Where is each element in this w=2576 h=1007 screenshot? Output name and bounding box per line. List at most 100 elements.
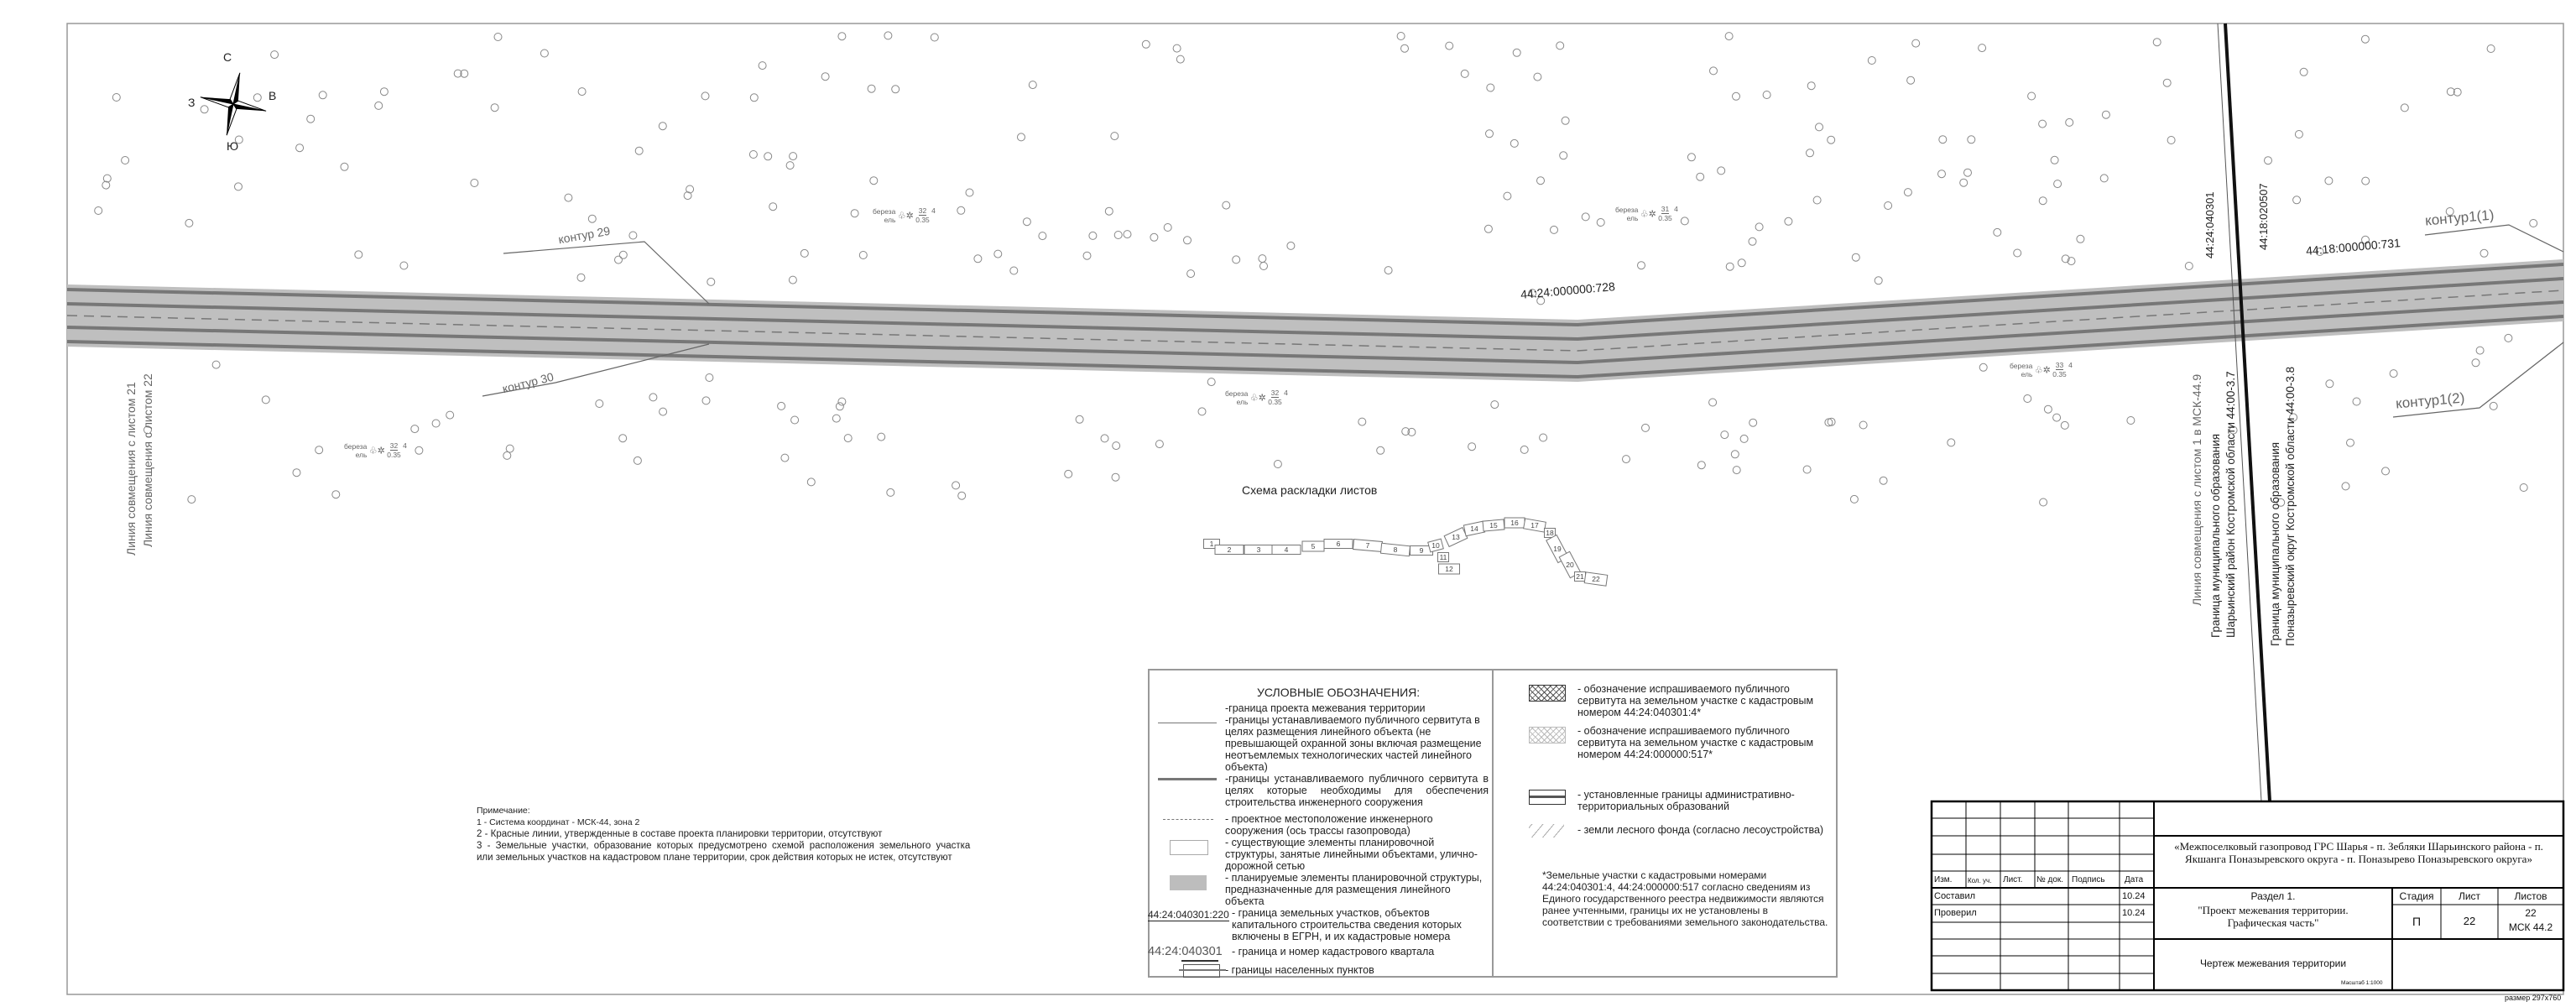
tree-marker bbox=[1827, 135, 1836, 144]
tree-marker bbox=[659, 407, 668, 416]
tree-height: 32 bbox=[1270, 389, 1280, 398]
tree-marker bbox=[1460, 69, 1469, 78]
tree-marker bbox=[200, 105, 209, 114]
municipal-boundary bbox=[2217, 23, 2271, 802]
legend-item-pipeline-axis: - проектное местоположение инженерного с… bbox=[1225, 813, 1433, 837]
tb-sheet-label: Лист bbox=[2458, 890, 2481, 902]
tree-marker bbox=[1259, 262, 1268, 270]
sheet-box bbox=[1583, 571, 1609, 587]
tree-marker bbox=[1709, 66, 1718, 76]
tree-marker bbox=[1812, 196, 1822, 205]
tree-marker bbox=[858, 251, 868, 259]
sheet-box bbox=[1482, 519, 1505, 532]
tree-marker bbox=[2053, 180, 2062, 189]
sheet-number: 15 bbox=[1489, 520, 1498, 530]
tree-distance: 4 bbox=[403, 441, 407, 450]
tree-marker bbox=[2043, 404, 2052, 414]
tree-marker bbox=[686, 185, 695, 194]
sheet-number: 21 bbox=[1576, 571, 1584, 581]
tree-marker bbox=[957, 206, 966, 215]
tree-marker bbox=[618, 250, 628, 259]
tree-marker bbox=[2529, 219, 2538, 227]
tree-marker bbox=[1028, 81, 1037, 90]
tree-marker bbox=[2325, 379, 2334, 389]
tb-drawing-name: Чертеж межевания территории bbox=[2199, 957, 2347, 969]
tree-marker bbox=[2162, 78, 2172, 87]
tree-marker bbox=[1622, 455, 1630, 464]
tree-marker bbox=[318, 91, 327, 100]
tree-marker bbox=[633, 456, 642, 465]
tree-marker bbox=[1730, 450, 1739, 459]
tree-marker bbox=[2013, 248, 2022, 258]
quarter-left-label: 44:24:040301 bbox=[2203, 191, 2216, 258]
legend-dashed-line-icon bbox=[1163, 819, 1213, 820]
compass-south-label: Ю bbox=[227, 139, 239, 153]
tree-marker bbox=[2264, 156, 2272, 165]
tree-marker bbox=[1963, 168, 1972, 177]
tree-marker bbox=[399, 261, 409, 270]
tree-marker bbox=[1867, 56, 1876, 65]
tree-marker bbox=[2324, 176, 2334, 185]
note-3: 3 - Земельные участки, образование котор… bbox=[477, 841, 971, 851]
tree-marker bbox=[701, 91, 710, 101]
legend-dark-crosshatch-icon bbox=[1529, 685, 1566, 702]
tree-marker bbox=[1111, 472, 1120, 482]
tb-stage-value: П bbox=[2412, 915, 2422, 928]
tree-marker bbox=[1815, 123, 1823, 132]
notes-block: Примечание: 1 - Система координат - МСК-… bbox=[477, 806, 970, 864]
tree-marker bbox=[564, 193, 573, 202]
tb-sheets-value: 22 bbox=[2525, 907, 2537, 919]
tree-marker bbox=[2039, 498, 2048, 507]
tree-marker bbox=[1503, 191, 1512, 201]
tree-species-1: береза bbox=[1615, 206, 1639, 214]
tb-header-izm: Изм. bbox=[1934, 875, 1953, 884]
tree-marker bbox=[1937, 170, 1946, 179]
tree-marker bbox=[2184, 262, 2193, 270]
tree-marker bbox=[1484, 224, 1493, 233]
tree-species-1: береза bbox=[2010, 362, 2033, 370]
tree-marker bbox=[821, 72, 830, 81]
tree-marker bbox=[2480, 248, 2489, 258]
tree-diameter: 0.35 bbox=[2052, 370, 2067, 378]
boundary-left-title: Граница муниципального образования bbox=[2209, 433, 2222, 638]
tree-marker bbox=[1884, 201, 1893, 210]
tree-marker bbox=[1100, 434, 1109, 443]
tree-marker bbox=[1232, 255, 1241, 264]
tree-marker bbox=[1637, 261, 1645, 270]
boundary-left-name: Шарьинский район Костромской области 44:… bbox=[2224, 371, 2237, 638]
tree-marker bbox=[595, 399, 604, 408]
servitude-area bbox=[67, 259, 2563, 382]
tb-header-kol: Кол. уч. bbox=[1968, 877, 1992, 884]
tree-distance: 4 bbox=[1674, 205, 1678, 213]
legend-admin-boundary-icon bbox=[1529, 790, 1566, 805]
tree-icon: ♧✲ bbox=[2034, 365, 2051, 376]
tree-marker bbox=[460, 69, 469, 78]
tree-marker bbox=[1739, 434, 1749, 443]
tree-marker bbox=[1680, 217, 1689, 226]
tree-marker bbox=[1911, 39, 1921, 48]
tree-marker bbox=[1112, 441, 1121, 451]
sheet-box bbox=[1427, 538, 1444, 553]
title-block-grid bbox=[1930, 800, 2565, 992]
tree-marker bbox=[891, 85, 900, 94]
tree-marker bbox=[576, 273, 586, 282]
tree-marker bbox=[1536, 176, 1545, 185]
tree-height: 31 bbox=[1661, 205, 1670, 214]
tree-marker bbox=[628, 231, 638, 240]
tree-marker bbox=[1485, 129, 1494, 138]
tree-marker bbox=[1038, 232, 1047, 241]
tree-marker bbox=[1384, 266, 1393, 275]
tree-marker bbox=[295, 143, 305, 153]
boundary-right-name: Поназыревский округ Костромской области … bbox=[2284, 366, 2297, 646]
sheet-number: 22 bbox=[1592, 574, 1600, 583]
tree-marker bbox=[1749, 418, 1758, 427]
tree-marker bbox=[121, 156, 130, 164]
sheet-number: 7 bbox=[1365, 540, 1370, 550]
tb-sheets-label: Листов bbox=[2514, 890, 2547, 902]
tree-marker bbox=[1155, 440, 1164, 449]
tree-marker bbox=[1520, 445, 1529, 454]
contour-leaders bbox=[482, 224, 2564, 418]
tree-marker bbox=[2446, 87, 2455, 97]
legend-item-forest-lands: - земли лесного фонда (согласно лесоустр… bbox=[1577, 824, 1824, 836]
